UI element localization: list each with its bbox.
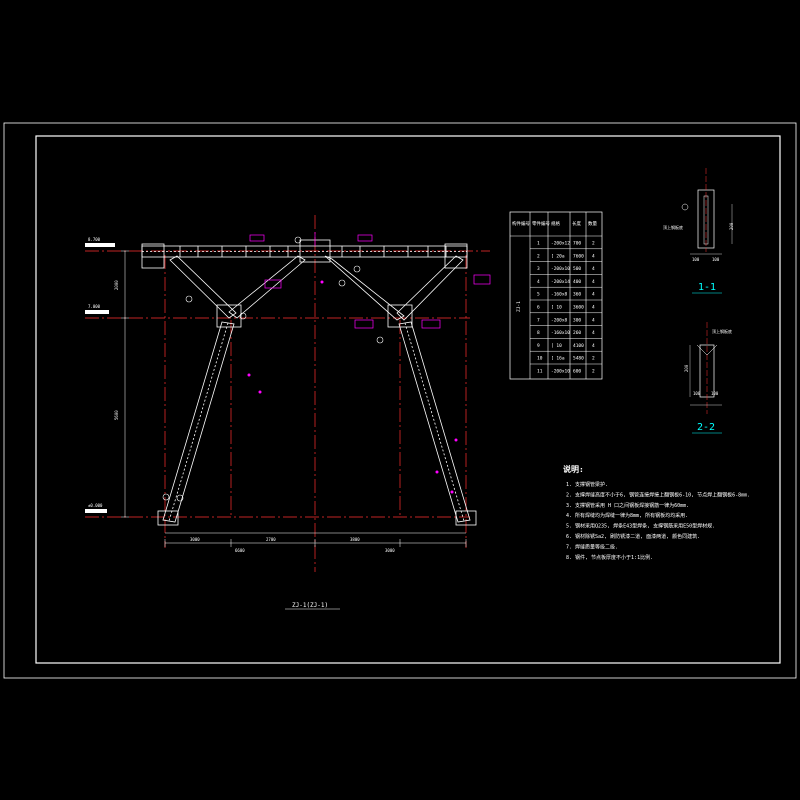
- table-cell-len: 5480: [573, 356, 584, 362]
- section-2-dim-c: 100: [711, 391, 719, 396]
- note-item: 2. 支撑焊缝高度不小于6, 钢管连接焊接上翻钢板6-10, 节点焊上翻钢板6-…: [566, 491, 750, 498]
- inner-frame: [35, 135, 781, 664]
- section-2-dim: 200: [684, 364, 689, 372]
- span-dim-3: 3800: [350, 537, 360, 542]
- height-dim-2: 5600: [114, 410, 119, 420]
- table-cell-qty: 4: [592, 305, 595, 311]
- brace-top-left-b: [228, 255, 306, 319]
- table-cell-no: 11: [537, 369, 543, 375]
- table-header-spec: 规格: [551, 220, 560, 227]
- table-cell-no: 2: [537, 253, 540, 259]
- table-cell-len: 7600: [573, 253, 584, 259]
- table-cell-no: 10: [537, 356, 543, 362]
- table-cell-spec: -200x14: [551, 279, 570, 285]
- table-cell-spec: [ 20a: [551, 253, 565, 259]
- main-caption: ZJ-1(ZJ-1): [292, 602, 328, 609]
- span-dim-2: 2700: [266, 537, 276, 542]
- table-cell-qty: 2: [592, 356, 595, 362]
- table-cell-no: 8: [537, 330, 540, 336]
- table-cell-spec: -200x8: [551, 317, 568, 323]
- leg-right: [398, 321, 471, 523]
- table-cell-spec: -200x12: [551, 241, 570, 247]
- table-cell-len: 500: [573, 266, 581, 272]
- table-cell-len: 300: [573, 317, 581, 323]
- base-plate-right: [455, 510, 477, 526]
- table-cell-no: 4: [537, 279, 540, 285]
- table-cell-qty: 4: [592, 343, 595, 349]
- base-plate-left: [157, 510, 179, 526]
- section-1-note: 顶上钢板底: [663, 224, 683, 230]
- gusset-mid-left: [216, 304, 242, 328]
- note-item: 1. 支撑钢管梁护.: [566, 481, 608, 488]
- notes: 说明: 1. 支撑钢管梁护. 2. 支撑焊缝高度不小于6, 钢管连接焊接上翻钢板6…: [563, 464, 750, 561]
- height-dim-1: 2000: [114, 280, 119, 290]
- note-item: 6. 钢材除锈Sa2, 刷防锈漆二道, 面漆两道, 颜色同建筑.: [566, 533, 700, 540]
- note-item: 8. 钢件, 节点板厚度不小于1:1比例.: [566, 554, 653, 561]
- table-cell-qty: 4: [592, 279, 595, 285]
- table-cell-no: 7: [537, 317, 540, 323]
- table-cell-qty: 4: [592, 317, 595, 323]
- gusset-mid-right: [387, 304, 413, 328]
- main-elevation: 8.700 7.000 ±0.000 2000 5600 3000 2700 3…: [85, 215, 491, 610]
- table-cell-spec: [ 16a: [551, 356, 565, 362]
- section-2-dim-b: 100: [693, 391, 701, 396]
- note-item: 5. 钢材采用Q235, 焊条E43型焊条, 支撑钢筋采用E50型焊材规.: [566, 523, 715, 530]
- table-cell-spec: [ 10: [551, 343, 562, 349]
- note-item: 3. 支撑钢管采用 H 口之间钢板焊接钢筋一律为60mm.: [566, 502, 689, 509]
- section-1-label: 1-1: [698, 282, 716, 293]
- table-cell-spec: -160x10: [551, 330, 570, 336]
- table-cell-len: 600: [573, 369, 581, 375]
- table-cell-no: 9: [537, 343, 540, 349]
- section-2-note: 顶上钢板底: [712, 328, 732, 334]
- elevation-mid: 7.000: [88, 304, 101, 309]
- table-cell-spec: -160x8: [551, 292, 568, 298]
- table-header-part: 零件编号: [532, 220, 550, 227]
- table-member-id: ZJ-1: [516, 301, 522, 312]
- table-cell-no: 1: [537, 241, 540, 247]
- brace-top-right-a: [324, 255, 405, 321]
- section-1-dim-b: 100: [692, 257, 700, 262]
- table-cell-no: 5: [537, 292, 540, 298]
- section-1-dim: 200: [729, 222, 734, 230]
- table-cell-no: 3: [537, 266, 540, 272]
- section-1-dim-c: 100: [712, 257, 720, 262]
- table-cell-len: 400: [573, 279, 581, 285]
- section-1-1: 顶上钢板底 200 100 100 1-1: [663, 168, 734, 294]
- table-header-length: 长度: [572, 220, 581, 227]
- table-cell-spec: [ 10: [551, 305, 562, 311]
- note-item: 4. 所有焊缝均为焊缝一律为8mm, 所有钢板均均采用.: [566, 512, 688, 519]
- table-cell-spec: -200x10: [551, 369, 570, 375]
- note-item: 7. 焊缝质量等级二级.: [566, 543, 618, 550]
- section-2-2: 顶上钢板底 200 100 100 2-2: [684, 322, 732, 434]
- table-cell-no: 6: [537, 305, 540, 311]
- table-cell-qty: 4: [592, 292, 595, 298]
- table-cell-len: 360: [573, 292, 581, 298]
- notes-title: 说明:: [563, 464, 584, 474]
- table-cell-spec: -200x10: [551, 266, 570, 272]
- table-cell-qty: 2: [592, 369, 595, 375]
- table-cell-qty: 4: [592, 330, 595, 336]
- table-cell-len: 4100: [573, 343, 584, 349]
- brace-top-left-a: [169, 255, 237, 319]
- span-dim-total-left: 6600: [235, 548, 245, 553]
- table-cell-qty: 4: [592, 253, 595, 259]
- table-cell-len: 3600: [573, 305, 584, 311]
- elevation-bottom: ±0.000: [88, 503, 103, 508]
- section-2-label: 2-2: [697, 422, 715, 433]
- table-header-member: 构件编号: [512, 220, 530, 227]
- table-cell-qty: 2: [592, 241, 595, 247]
- table-cell-len: 700: [573, 241, 581, 247]
- span-dim-total-right: 3000: [385, 548, 395, 553]
- table-cell-qty: 4: [592, 266, 595, 272]
- brace-top-right-b: [396, 255, 464, 321]
- outer-frame: [3, 122, 797, 679]
- span-dim-1: 3000: [190, 537, 200, 542]
- elevation-top: 8.700: [88, 237, 101, 242]
- table-cell-len: 260: [573, 330, 581, 336]
- leg-left: [162, 321, 235, 523]
- table-header-qty: 数量: [588, 220, 597, 227]
